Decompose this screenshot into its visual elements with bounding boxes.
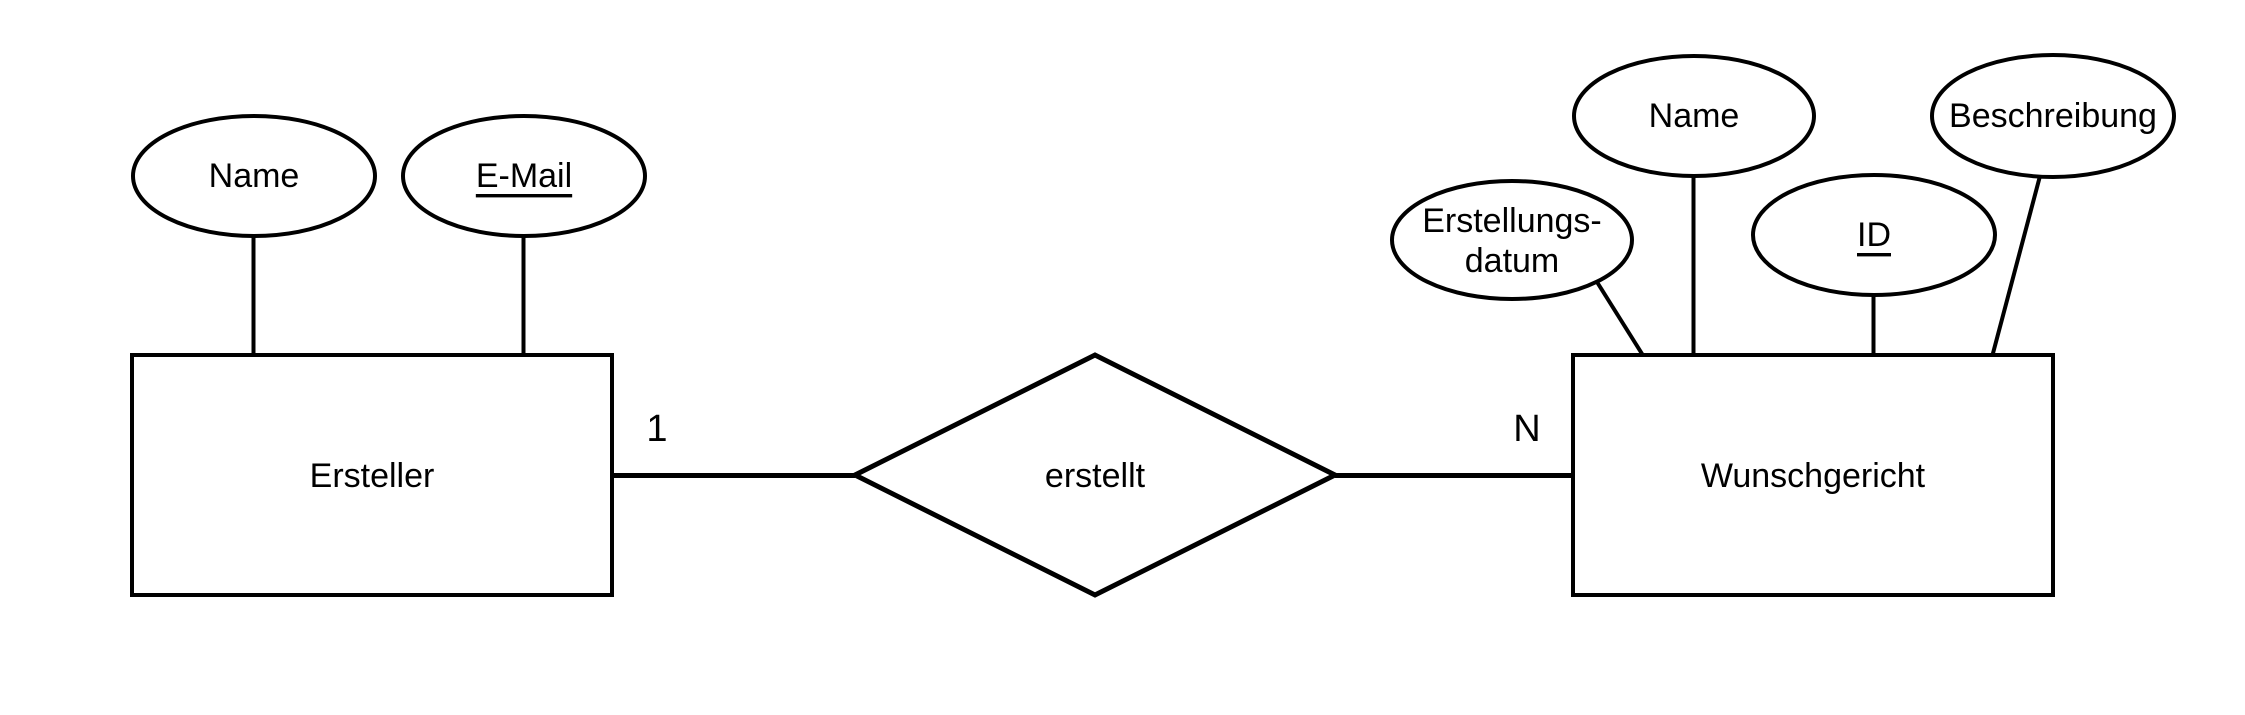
attribute-wunschgericht-erstellungsdatum-label-line1: Erstellungs- <box>1422 202 1602 240</box>
attribute-ersteller-email-label: E-Mail <box>476 157 572 195</box>
attribute-ersteller-name-ellipse <box>131 114 377 238</box>
entity-ersteller-rect <box>130 353 614 597</box>
attribute-ersteller-name-label: Name <box>209 157 300 195</box>
connector-wunschgericht-beschreibung <box>1990 175 2042 358</box>
entity-ersteller-label: Ersteller <box>310 457 435 495</box>
connector-wunschgericht-erstellungsdatum <box>1595 280 1646 359</box>
attribute-wunschgericht-name-ellipse <box>1572 54 1816 178</box>
attribute-wunschgericht-erstellungsdatum-ellipse <box>1390 179 1634 301</box>
relationship-erstellt-label: erstellt <box>1045 457 1146 495</box>
entity-wunschgericht-label: Wunschgericht <box>1701 457 1926 495</box>
attribute-wunschgericht-beschreibung-label: Beschreibung <box>1949 97 2157 135</box>
attribute-wunschgericht-beschreibung-ellipse <box>1930 53 2176 179</box>
attribute-wunschgericht-name-label: Name <box>1649 97 1740 135</box>
attribute-wunschgericht-erstellungsdatum-label-line2: datum <box>1465 242 1560 280</box>
entity-wunschgericht-rect <box>1571 353 2055 597</box>
relationship-erstellt-diamond <box>849 352 1341 598</box>
cardinality-right-label: N <box>1513 408 1540 450</box>
attribute-wunschgericht-id-label: ID <box>1857 216 1891 254</box>
attribute-wunschgericht-id-ellipse <box>1751 173 1997 297</box>
attribute-ersteller-email-ellipse <box>401 114 647 238</box>
cardinality-left-label: 1 <box>646 408 667 450</box>
